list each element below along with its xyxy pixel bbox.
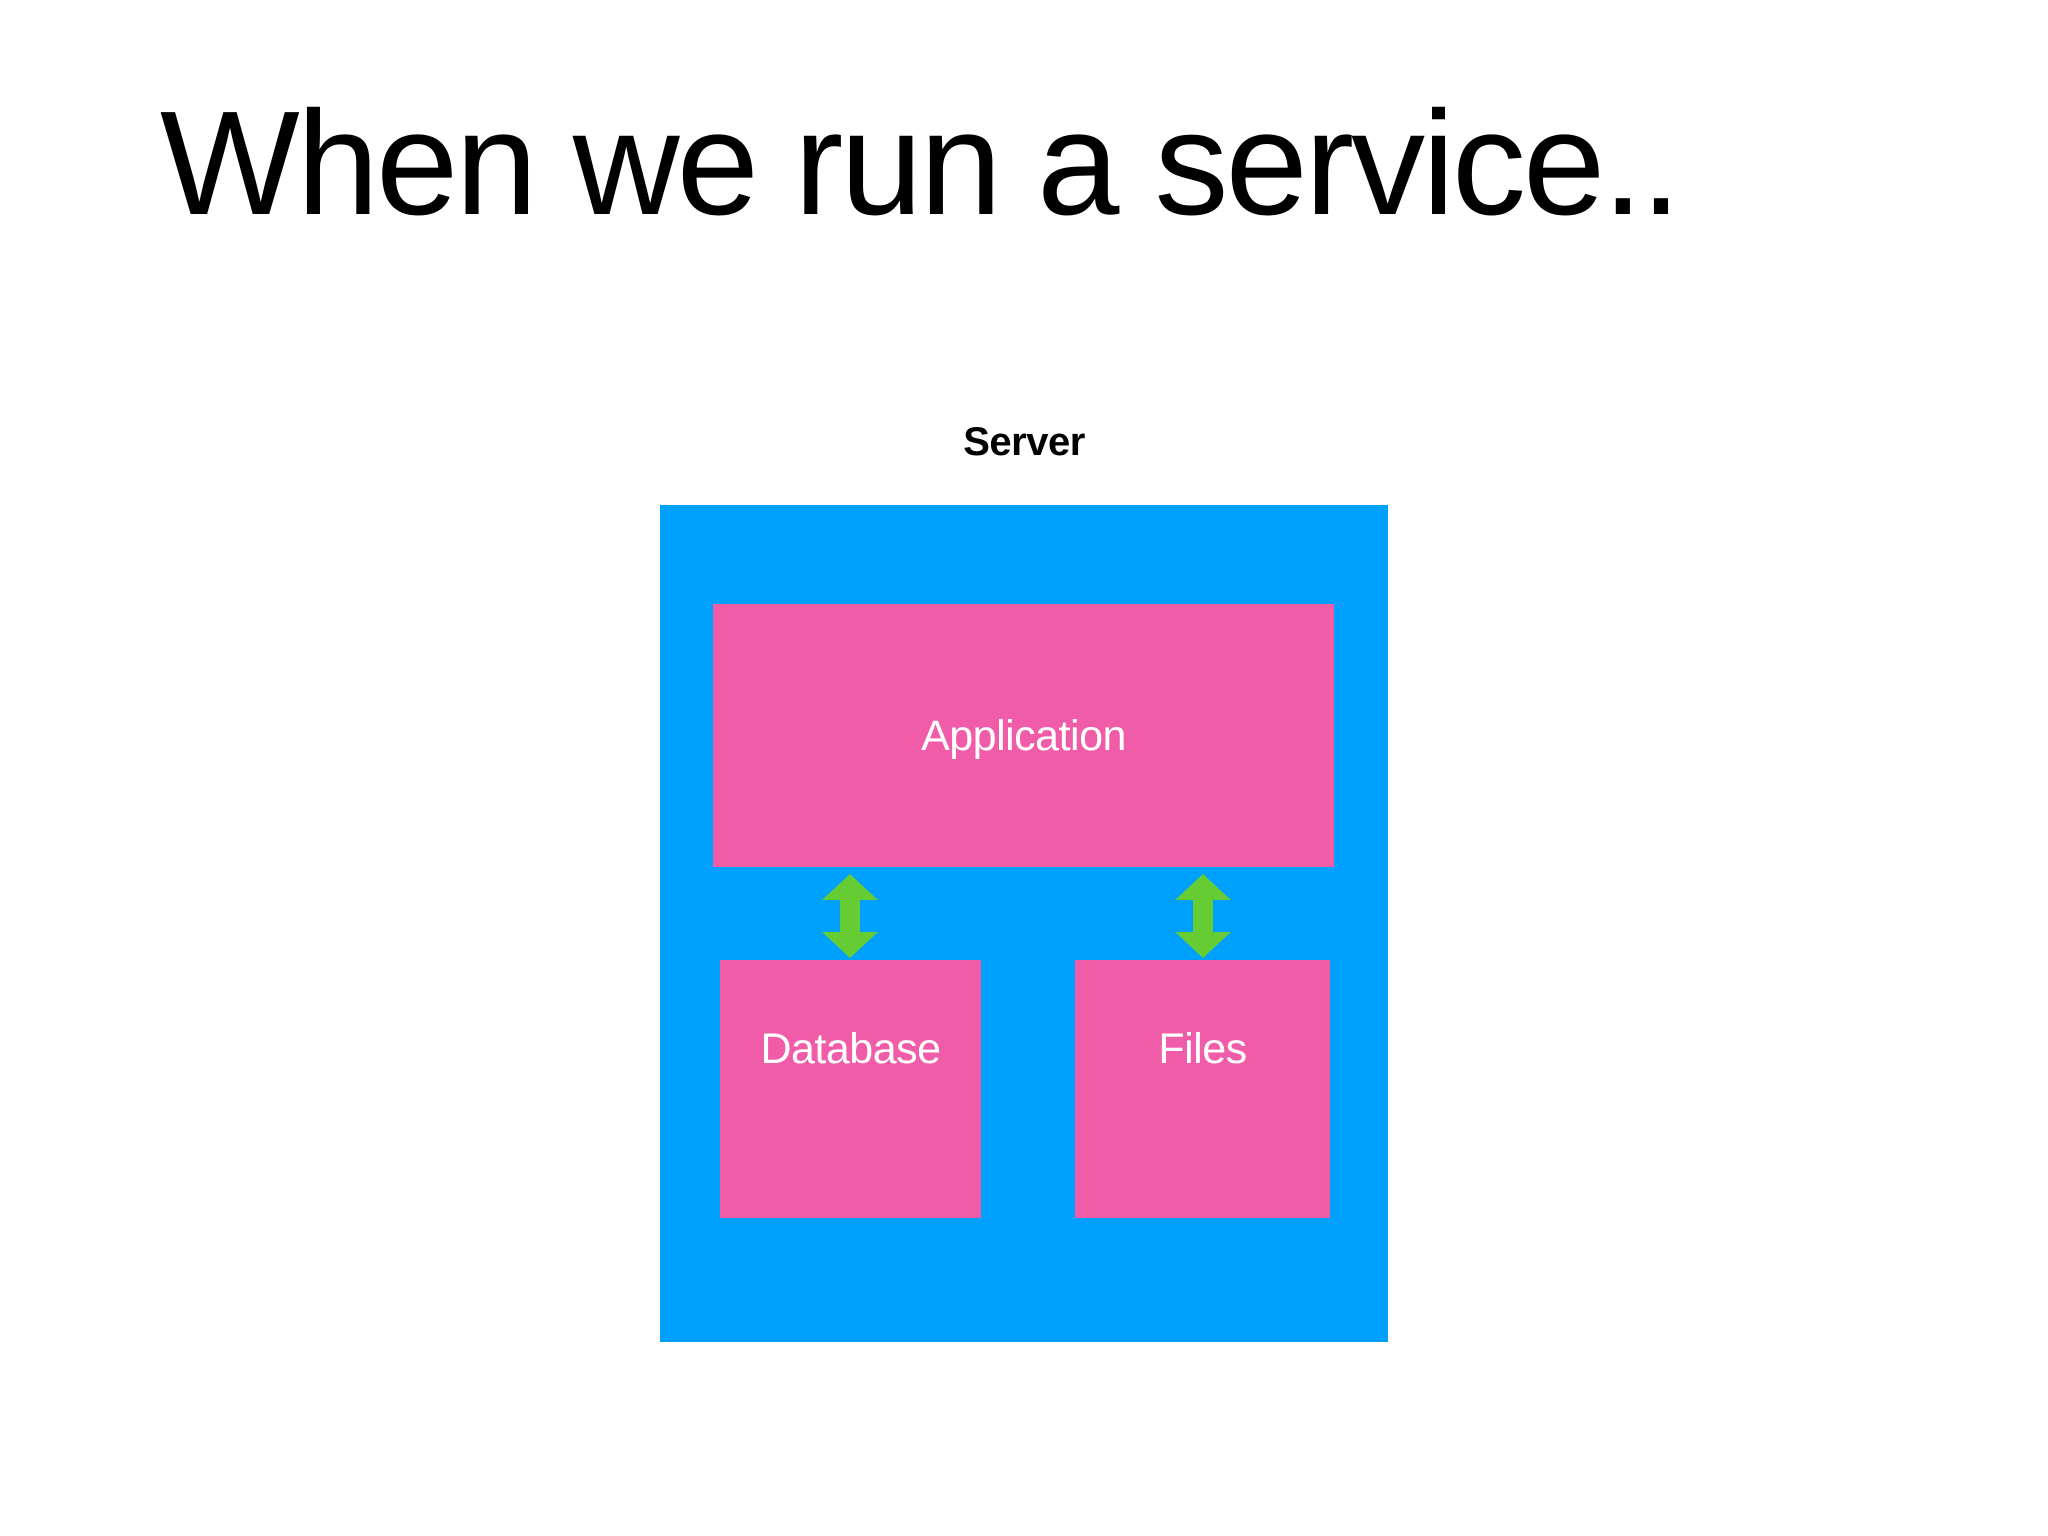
server-box-label: Server (963, 420, 1085, 464)
node-files[interactable]: Files (1075, 960, 1330, 1218)
node-database-label: Database (760, 1024, 941, 1073)
server-architecture-diagram: Server Application Database (660, 420, 1388, 1350)
node-database[interactable]: Database (720, 960, 981, 1218)
double-arrow-vertical-icon (822, 874, 878, 958)
node-application[interactable]: Application (713, 604, 1334, 867)
page-title: When we run a service.. (160, 81, 1682, 246)
node-application-label: Application (921, 712, 1126, 760)
double-arrow-vertical-icon (1175, 874, 1231, 958)
server-container-box: Application Database Files (660, 505, 1388, 1342)
node-files-label: Files (1158, 1024, 1247, 1073)
